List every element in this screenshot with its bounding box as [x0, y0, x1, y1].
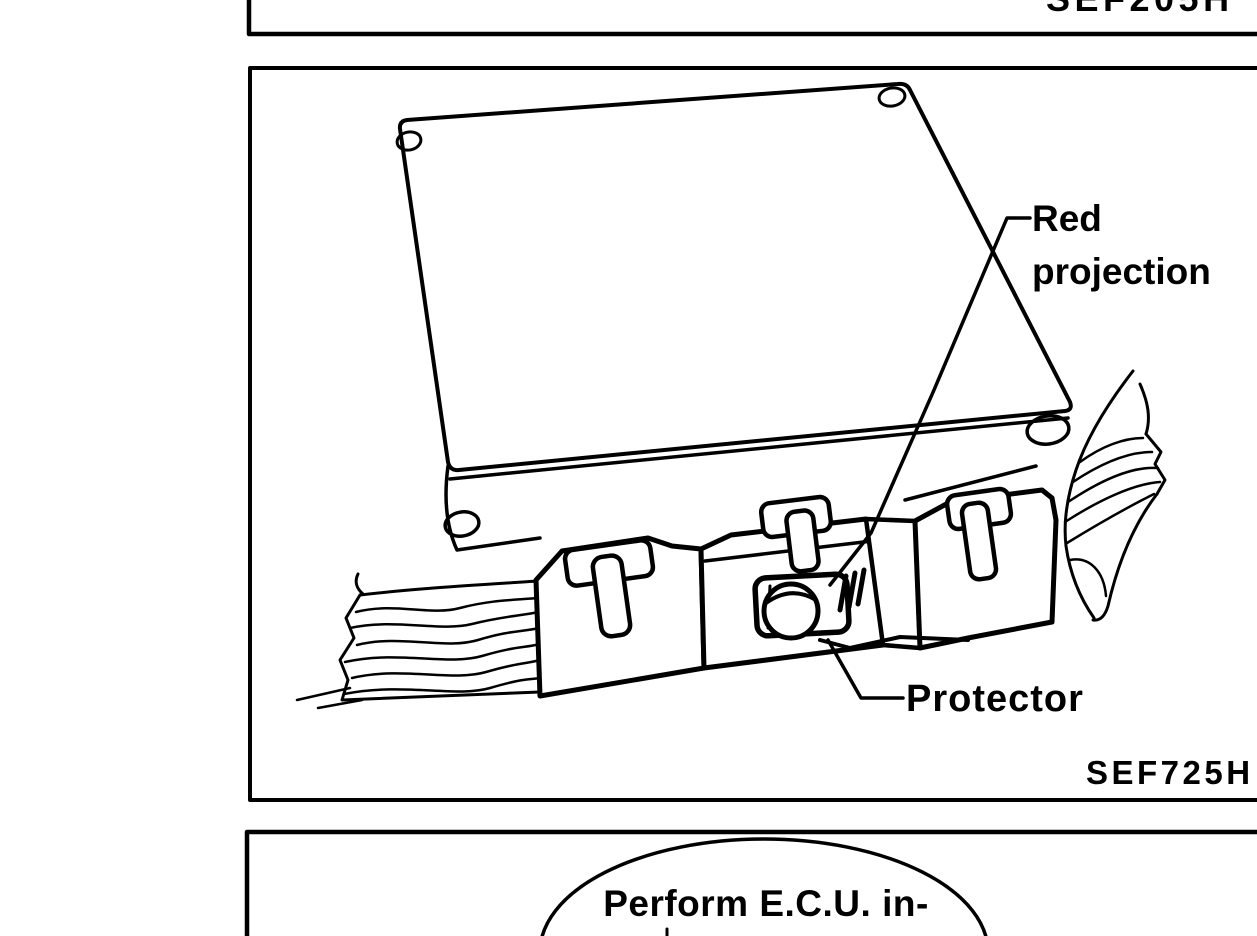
harness-right-strands [1063, 436, 1162, 598]
label-protector: Protector [906, 678, 1084, 720]
connector-clip-left [562, 538, 656, 639]
harness-right-cut-end [1144, 432, 1167, 496]
screw-hole-top-right [877, 86, 907, 108]
harness-right-neck [1138, 382, 1150, 436]
harness-right [1063, 369, 1167, 622]
ecu-cover-edge-line [448, 416, 1070, 481]
figure-frame-bottom-partial [244, 829, 1257, 936]
harness-left-outline [338, 572, 542, 702]
leader-line-red-projection [828, 216, 1032, 587]
figure-frames [244, 0, 1257, 936]
flowchart-text: Perform E.C.U. in- [603, 883, 929, 924]
figure-code-middle: SEF725H [1086, 754, 1254, 791]
leader-line-protector [826, 638, 905, 700]
ecu-flange-left [444, 464, 542, 552]
harness-connector-assembly [533, 486, 1059, 699]
protector-cap-rim [764, 591, 818, 605]
label-red-projection-line1: Red [1032, 198, 1102, 239]
harness-left-loose-wires [295, 686, 364, 710]
ecu-flange-right [903, 464, 1038, 502]
connector-bottom-edge [818, 635, 970, 650]
ecu-illustration [395, 81, 1073, 552]
harness-left [295, 572, 542, 710]
connector-clip-middle [758, 494, 834, 574]
leader-lines [826, 216, 1032, 700]
connector-clip-right [944, 486, 1014, 582]
flowchart-oval [540, 837, 988, 936]
screw-hole-bottom-right [1025, 414, 1071, 446]
red-projection-mark [837, 567, 867, 613]
label-red-projection-line2: projection [1032, 251, 1211, 292]
screw-hole-bottom-left [443, 510, 481, 538]
figure-frame-middle [248, 66, 1257, 802]
harness-right-outline-bottom [1091, 492, 1159, 622]
harness-left-strands [342, 596, 542, 696]
connector-fold-centerline [699, 550, 706, 668]
screw-hole-top-left [395, 130, 423, 152]
figure-code-top-partial: SEF205H [1046, 0, 1234, 19]
ecu-top-cover [397, 81, 1073, 473]
harness-right-outline-left [1063, 369, 1135, 620]
figure-frame-top-partial [246, 0, 1257, 37]
flowchart-fragment: Perform E.C.U. in- [540, 837, 988, 936]
